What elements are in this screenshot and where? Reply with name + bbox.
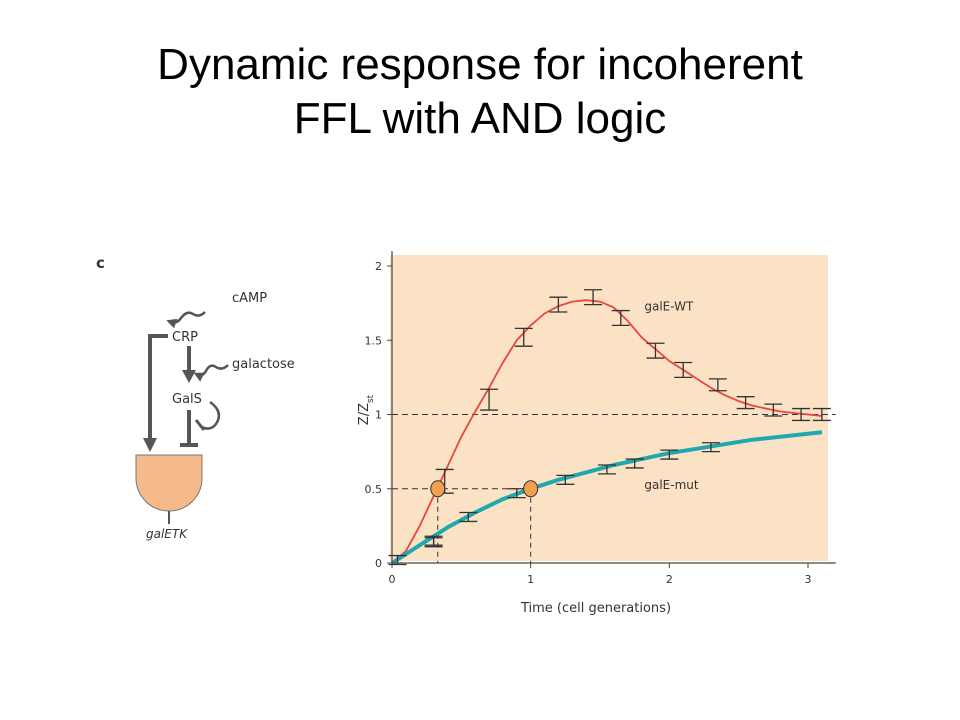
title-line-2: FFL with AND logic <box>293 94 667 143</box>
errorbar-gale-wt-8 <box>611 309 630 327</box>
gals-label: GalS <box>172 392 202 407</box>
panel-label: c <box>96 254 105 272</box>
errorbar-gale-mut-2 <box>459 511 478 523</box>
errorbar-gale-wt-6 <box>549 296 568 313</box>
errorbar-gale-wt-11 <box>708 378 727 392</box>
slide-title: Dynamic response for incoherent FFL with… <box>0 38 960 146</box>
y-axis-label-main: Z/Z <box>357 403 372 425</box>
galactose-label: galactose <box>232 357 295 372</box>
series-line-gale-wt <box>391 299 822 564</box>
gals-self-repression-bar <box>194 419 206 431</box>
errorbar-gale-mut-6 <box>625 458 644 469</box>
errorbar-gale-wt-13 <box>764 403 783 417</box>
galetk-label: galETK <box>146 527 188 541</box>
title-line-1: Dynamic response for incoherent <box>157 40 803 89</box>
crp-to-gate-line <box>148 334 168 440</box>
errorbar-gale-mut-1 <box>424 537 443 548</box>
y-tick-label: 1 <box>375 409 382 422</box>
errorbar-gale-wt-9 <box>646 342 665 359</box>
and-gate <box>135 454 203 512</box>
chart: 0 0.5 1 1.5 2 0 1 2 3 galE-WT galE-mut Time (cell… <box>357 251 836 616</box>
camp-arrow <box>166 311 206 329</box>
errorbar-gale-mut-7 <box>660 449 679 460</box>
errorbar-gale-wt-4 <box>480 388 499 411</box>
ffl-diagram: c cAMP CRP galactose GalS galETK <box>96 254 295 541</box>
y-tick-label: 2 <box>375 260 382 273</box>
errorbar-gale-wt-7 <box>584 289 603 306</box>
crp-to-gals-arrowhead <box>182 370 196 383</box>
y-tick-label: 0 <box>375 557 382 570</box>
x-tick-label: 1 <box>527 573 534 586</box>
half-response-marker-gale-mut <box>523 480 539 498</box>
y-axis-label-sub: st <box>366 394 376 403</box>
x-tick-label: 0 <box>389 573 396 586</box>
errorbar-gale-wt-12 <box>736 396 755 410</box>
errorbar-gale-wt-14 <box>792 407 811 422</box>
errorbar-gale-mut-4 <box>556 474 575 485</box>
errorbar-gale-wt-10 <box>674 361 693 379</box>
x-tick-label: 3 <box>805 573 812 586</box>
camp-label: cAMP <box>232 291 267 306</box>
gals-self-repression <box>199 400 221 430</box>
x-axis-label: Time (cell generations) <box>520 601 671 616</box>
errorbar-gale-wt-15 <box>812 407 831 422</box>
half-response-marker-gale-wt <box>430 480 446 498</box>
series-label-galE-WT: galE-WT <box>644 300 694 314</box>
y-tick-label: 0.5 <box>365 483 383 496</box>
series-label-galE-mut: galE-mut <box>644 478 699 492</box>
errorbar-gale-mut-5 <box>597 464 616 475</box>
galactose-arrow <box>193 364 229 382</box>
crp-to-gate-arrowhead <box>143 438 157 452</box>
errorbar-gale-mut-3 <box>507 488 526 499</box>
x-tick-label: 2 <box>666 573 673 586</box>
crp-label: CRP <box>172 330 198 345</box>
y-axis-label: Z/Zst <box>357 394 376 425</box>
errorbar-gale-wt-5 <box>514 327 533 347</box>
errorbar-gale-mut-8 <box>701 442 720 453</box>
y-tick-label: 1.5 <box>365 334 383 347</box>
